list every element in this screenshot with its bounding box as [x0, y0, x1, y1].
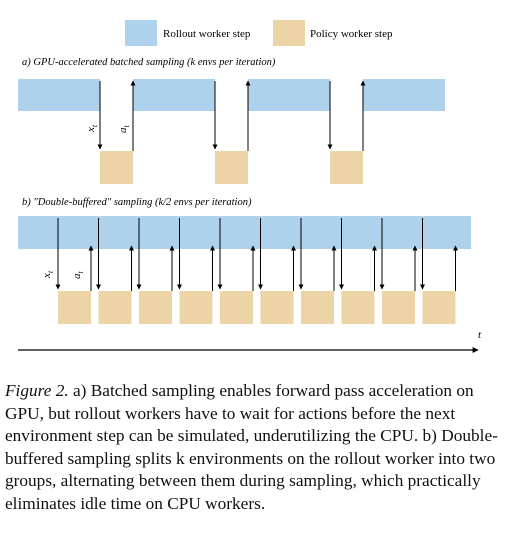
panel-b: b) "Double-buffered" sampling (k/2 envs …	[18, 197, 471, 324]
figure-caption: Figure 2. a) Batched sampling enables fo…	[5, 380, 509, 515]
panel-b-obs-label: xt	[41, 270, 55, 279]
figure-diagram: Rollout worker step Policy worker step a…	[18, 20, 482, 353]
panel-a-rollout-steps	[18, 79, 445, 111]
panel-a: a) GPU-accelerated batched sampling (k e…	[18, 57, 445, 184]
panel-a-policy-steps	[100, 151, 363, 184]
panel-b-rollout-bar	[18, 216, 471, 249]
panel-a-obs-label: xt	[85, 124, 99, 133]
rollout-step-1	[18, 79, 100, 111]
panel-a-arrows	[97, 80, 366, 151]
panel-a-act-label: at	[117, 125, 131, 134]
policy-step-b-9	[382, 291, 415, 324]
legend-policy-swatch	[273, 20, 305, 46]
policy-step-b-3	[139, 291, 172, 324]
panel-a-title: a) GPU-accelerated batched sampling (k e…	[22, 57, 276, 68]
policy-step-b-5	[220, 291, 253, 324]
panel-b-title: b) "Double-buffered" sampling (k/2 envs …	[22, 197, 252, 208]
policy-step-b-10	[422, 291, 456, 324]
time-axis-label: t	[478, 329, 482, 341]
policy-step-3	[330, 151, 363, 184]
rollout-step-2	[133, 79, 215, 111]
policy-step-2	[215, 151, 248, 184]
policy-step-b-4	[179, 291, 213, 324]
rollout-step-4	[363, 79, 445, 111]
caption-text: a) Batched sampling enables forward pass…	[5, 381, 498, 513]
legend: Rollout worker step Policy worker step	[125, 20, 393, 46]
panel-b-arrows	[55, 218, 458, 291]
policy-step-b-7	[301, 291, 334, 324]
rollout-step-3	[248, 79, 330, 111]
policy-step-b-8	[341, 291, 375, 324]
policy-step-b-6	[260, 291, 294, 324]
policy-step-1	[100, 151, 133, 184]
policy-step-b-1	[58, 291, 91, 324]
panel-b-act-label: at	[71, 271, 85, 280]
panel-b-policy-steps	[58, 291, 456, 324]
time-axis: t	[18, 329, 482, 353]
legend-policy-label: Policy worker step	[310, 28, 393, 40]
caption-figure-label: Figure 2.	[5, 381, 69, 400]
legend-rollout-label: Rollout worker step	[163, 28, 251, 40]
policy-step-b-2	[98, 291, 132, 324]
legend-rollout-swatch	[125, 20, 157, 46]
